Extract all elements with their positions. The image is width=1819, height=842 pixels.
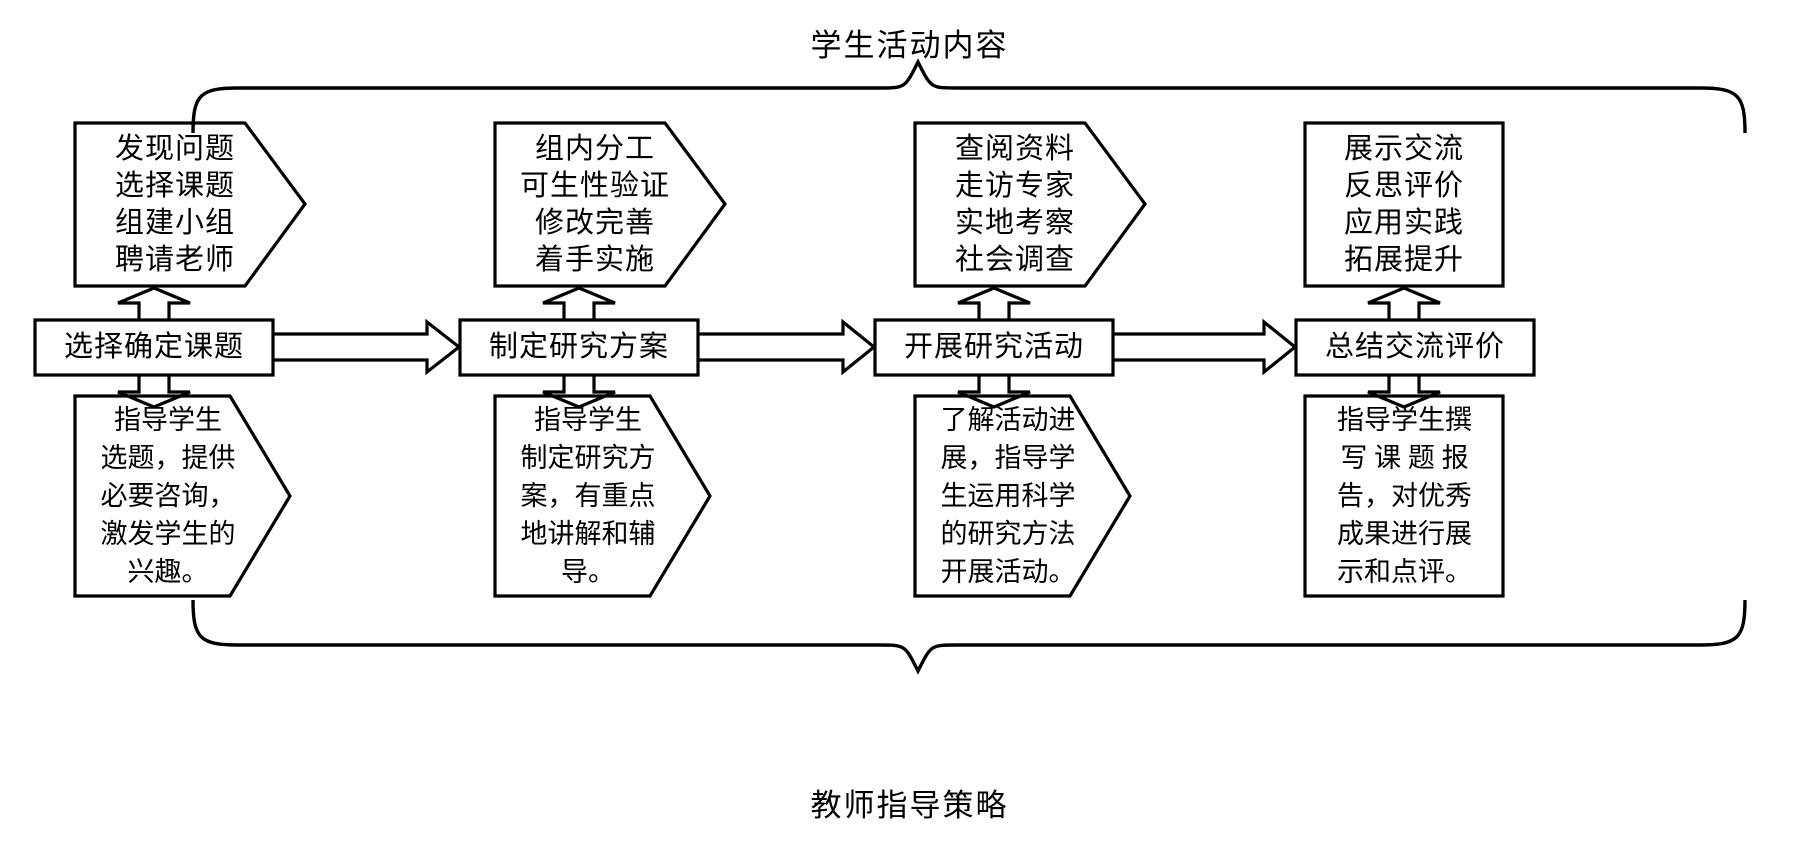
teacher-line: 选题，提供 xyxy=(100,443,236,473)
up-arrow-3 xyxy=(957,286,1031,320)
bottom-title: 教师指导策略 xyxy=(810,788,1009,823)
teacher-strategy-1: 指导学生 选题，提供 必要咨询， 激发学生的 兴趣。 xyxy=(88,396,248,596)
stage-text: 开展研究活动 xyxy=(903,331,1084,363)
teacher-line: 写 课 题 报 xyxy=(1340,443,1469,473)
bottom-brace xyxy=(191,599,1747,675)
teacher-line: 指导学生撰 xyxy=(1337,405,1472,435)
stage-box-4 xyxy=(1294,318,1536,377)
up-arrow-2 xyxy=(542,286,616,320)
stage-label-1[interactable]: 选择确定课题 xyxy=(35,320,273,375)
teacher-line: 地讲解和辅 xyxy=(520,519,656,549)
student-activity-3: 查阅资料 走访专家 实地考察 社会调查 xyxy=(915,123,1115,286)
student-line: 聘请老师 xyxy=(114,243,235,276)
down-arrow-1 xyxy=(117,375,191,409)
teacher-line: 示和点评。 xyxy=(1337,557,1472,587)
student-line: 组内分工 xyxy=(534,132,655,165)
student-box-2 xyxy=(493,121,727,288)
teacher-box-2 xyxy=(493,394,712,598)
stage-text: 选择确定课题 xyxy=(63,331,244,363)
teacher-box-1 xyxy=(73,394,292,598)
flow-arrow-2 xyxy=(698,318,877,376)
teacher-box-4 xyxy=(1303,394,1505,598)
stage-label-4[interactable]: 总结交流评价 xyxy=(1296,320,1534,375)
teacher-strategy-2: 指导学生 制定研究方 案，有重点 地讲解和辅 导。 xyxy=(508,396,668,596)
up-arrow-4 xyxy=(1367,286,1441,320)
stage-box-2 xyxy=(458,318,700,377)
stage-box-1 xyxy=(33,318,275,377)
stage-label-2[interactable]: 制定研究方案 xyxy=(460,320,698,375)
teacher-line: 制定研究方 xyxy=(520,443,656,473)
flow-arrow-1 xyxy=(273,318,462,376)
student-activity-4: 展示交流 反思评价 应用实践 拓展提升 xyxy=(1305,123,1503,286)
student-line: 发现问题 xyxy=(114,132,235,165)
student-line: 社会调查 xyxy=(954,243,1075,276)
student-line: 展示交流 xyxy=(1343,132,1464,165)
top-title: 学生活动内容 xyxy=(810,28,1009,63)
student-activity-2: 组内分工 可生性验证 修改完善 着手实施 xyxy=(495,123,695,286)
student-box-3 xyxy=(913,121,1147,288)
teacher-line: 兴趣。 xyxy=(127,557,209,587)
student-line: 应用实践 xyxy=(1343,206,1464,239)
up-arrow-1 xyxy=(117,286,191,320)
teacher-line: 告，对优秀 xyxy=(1337,481,1472,511)
student-line: 选择课题 xyxy=(114,169,235,202)
student-line: 反思评价 xyxy=(1343,169,1464,202)
teacher-line: 成果进行展 xyxy=(1337,519,1472,549)
student-activity-1: 发现问题 选择课题 组建小组 聘请老师 xyxy=(75,123,275,286)
student-line: 实地考察 xyxy=(954,206,1075,239)
stage-text: 制定研究方案 xyxy=(488,331,669,363)
teacher-line: 生运用科学 xyxy=(940,481,1076,511)
stage-text: 总结交流评价 xyxy=(1324,331,1505,363)
student-line: 查阅资料 xyxy=(954,132,1075,165)
teacher-line: 指导学生 xyxy=(114,405,222,435)
student-line: 走访专家 xyxy=(954,169,1075,202)
teacher-line: 指导学生 xyxy=(534,405,642,435)
stage-label-3[interactable]: 开展研究活动 xyxy=(875,320,1113,375)
student-box-1 xyxy=(73,121,307,288)
teacher-line: 的研究方法 xyxy=(940,519,1076,549)
stage-box-3 xyxy=(873,318,1115,377)
teacher-line: 案，有重点 xyxy=(520,481,656,511)
down-arrow-2 xyxy=(542,375,616,409)
flow-arrow-3 xyxy=(1113,318,1298,376)
student-line: 组建小组 xyxy=(114,206,235,239)
student-line: 着手实施 xyxy=(534,243,655,276)
down-arrow-3 xyxy=(957,375,1031,409)
teacher-line: 导。 xyxy=(561,557,615,587)
student-line: 拓展提升 xyxy=(1343,243,1464,276)
down-arrow-4 xyxy=(1367,375,1441,409)
student-line: 可生性验证 xyxy=(519,169,670,202)
teacher-line: 展，指导学 xyxy=(940,443,1076,473)
student-box-4 xyxy=(1303,121,1505,288)
teacher-strategy-4: 指导学生撰 写 课 题 报 告，对优秀 成果进行展 示和点评。 xyxy=(1322,396,1487,596)
teacher-box-3 xyxy=(913,394,1132,598)
teacher-line: 了解活动进 xyxy=(940,405,1076,435)
teacher-strategy-3: 了解活动进 展，指导学 生运用科学 的研究方法 开展活动。 xyxy=(928,396,1088,596)
student-line: 修改完善 xyxy=(534,206,655,239)
top-brace xyxy=(191,58,1747,134)
teacher-line: 激发学生的 xyxy=(100,519,236,549)
teacher-line: 开展活动。 xyxy=(940,557,1076,587)
teacher-line: 必要咨询， xyxy=(100,481,236,511)
